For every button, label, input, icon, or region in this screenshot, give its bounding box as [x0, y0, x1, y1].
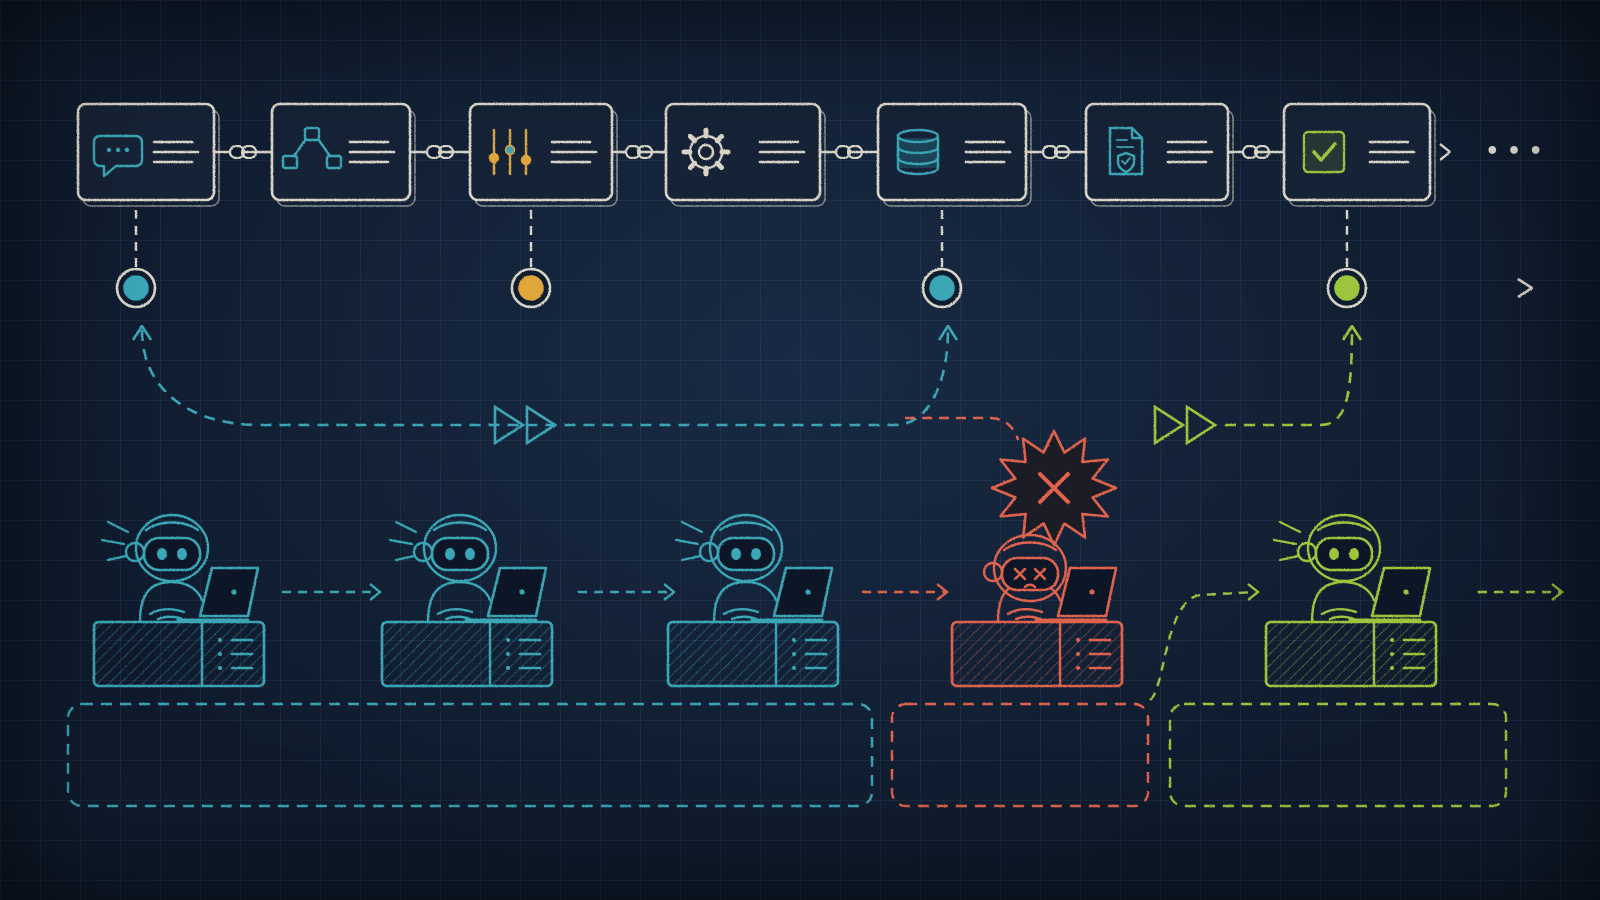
- robot-at-laptop-icon: [666, 513, 840, 688]
- timeline-marker-4: [1326, 210, 1368, 309]
- agents-row: [92, 429, 1438, 688]
- robot-failed-icon: [950, 533, 1124, 688]
- timeline-marker-3: [921, 210, 963, 309]
- robot-at-laptop-icon: [92, 513, 266, 688]
- step-text-lines: [758, 140, 806, 164]
- step-text-lines: [348, 140, 396, 164]
- timeline-marker-2: [510, 210, 552, 309]
- step-text-lines: [964, 140, 1012, 164]
- agent-5-resumed: [1264, 513, 1438, 688]
- timeline: [115, 210, 1535, 309]
- database-icon: [896, 128, 940, 176]
- chain-link-icon: [410, 144, 470, 160]
- branch-flow-icon: [281, 126, 343, 170]
- activity-lines-icon: [1272, 520, 1302, 562]
- group-box-failed: [890, 702, 1150, 808]
- sliders-icon: [488, 128, 532, 176]
- checkbox-check-icon: [1302, 130, 1346, 174]
- chain-link-icon: [612, 144, 666, 160]
- fast-forward-icon: [1153, 404, 1218, 446]
- robot-at-laptop-icon: [1264, 513, 1438, 688]
- step-text-lines: [1368, 140, 1416, 164]
- continuation-dots: • • •: [1485, 139, 1543, 164]
- chain-link-icon: [1026, 144, 1086, 160]
- timeline-marker-1: [115, 210, 157, 309]
- pipeline-steps: [76, 102, 1436, 207]
- pipeline-continuation: • • •: [1412, 139, 1543, 164]
- resume-arrow-green: [1225, 329, 1354, 427]
- step-text-lines: [550, 140, 598, 164]
- chat-bubble-icon: [92, 134, 144, 178]
- pipeline-step-3: [468, 102, 618, 207]
- skip-arrow-teal: [140, 329, 950, 427]
- pipeline-step-4: [664, 102, 826, 207]
- activity-lines-icon: [674, 520, 704, 562]
- pipeline-step-2: [270, 102, 416, 207]
- timeline-arrowhead: [1517, 277, 1535, 299]
- agent-1-working: [92, 513, 266, 688]
- chain-link-icon: [214, 144, 272, 160]
- agent-handoff-arrows: [282, 583, 1564, 701]
- gear-icon: [681, 127, 731, 177]
- pipeline-step-7: [1282, 102, 1436, 207]
- chain-link-icon: [1228, 144, 1284, 160]
- failure-arrow: [905, 416, 1020, 441]
- agent-3-working: [666, 513, 840, 688]
- agent-2-working: [380, 513, 554, 688]
- flow-arrows: [131, 323, 1363, 446]
- fast-forward-icon: [493, 404, 558, 446]
- step-text-lines: [1166, 140, 1214, 164]
- pipeline-step-1: [76, 102, 220, 207]
- robot-at-laptop-icon: [380, 513, 554, 688]
- step-text-lines: [152, 140, 200, 164]
- pipeline-step-5: [876, 102, 1032, 207]
- shield-document-icon: [1108, 126, 1144, 176]
- group-box-resumed: [1168, 702, 1508, 808]
- activity-lines-icon: [388, 520, 418, 562]
- agent-4-failed: [950, 429, 1124, 688]
- activity-lines-icon: [100, 520, 130, 562]
- error-x-burst-icon: [990, 429, 1118, 547]
- group-box-completed: [66, 702, 874, 808]
- pipeline-step-6: [1084, 102, 1234, 207]
- chain-link-icon: [820, 144, 878, 160]
- agent-groups: [66, 702, 1508, 808]
